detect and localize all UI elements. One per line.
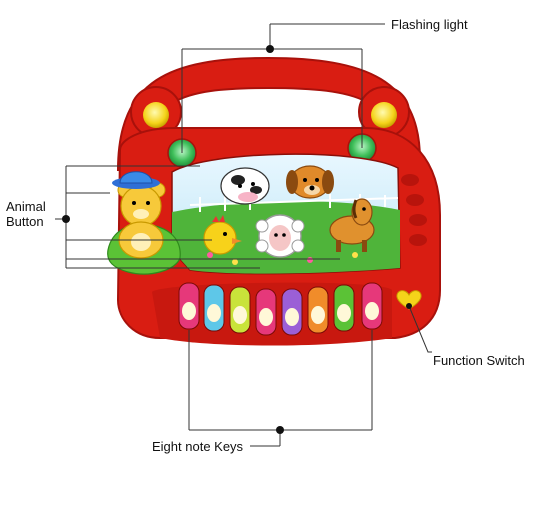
- bear-icon[interactable]: [107, 171, 181, 275]
- note-keys: [178, 282, 383, 336]
- callout-dots: [62, 45, 412, 434]
- animal-button-label-line2: Button: [6, 214, 44, 229]
- flashing-light-label: Flashing light: [391, 17, 468, 32]
- yellow-light-left: [143, 102, 169, 128]
- function-switch-label: Function Switch: [433, 353, 525, 368]
- note-key-1[interactable]: [178, 282, 200, 330]
- note-keys-label: Eight note Keys: [152, 439, 244, 454]
- note-key-3[interactable]: [229, 286, 251, 334]
- animal-button-label-line1: Animal: [6, 199, 46, 214]
- dog-icon[interactable]: [286, 165, 334, 199]
- chick-icon[interactable]: [203, 215, 242, 255]
- note-key-4[interactable]: [255, 288, 277, 336]
- note-key-5[interactable]: [281, 288, 303, 336]
- animal-button-label: Animal Button: [6, 199, 66, 229]
- horse-icon[interactable]: [329, 198, 375, 252]
- note-key-2[interactable]: [203, 284, 225, 332]
- cow-icon[interactable]: [220, 167, 270, 205]
- yellow-light-right: [371, 102, 397, 128]
- sheep-icon[interactable]: [255, 214, 305, 258]
- note-key-7[interactable]: [333, 284, 355, 332]
- note-key-6[interactable]: [307, 286, 329, 334]
- callout-lines: [55, 23, 432, 447]
- note-key-8[interactable]: [361, 282, 383, 330]
